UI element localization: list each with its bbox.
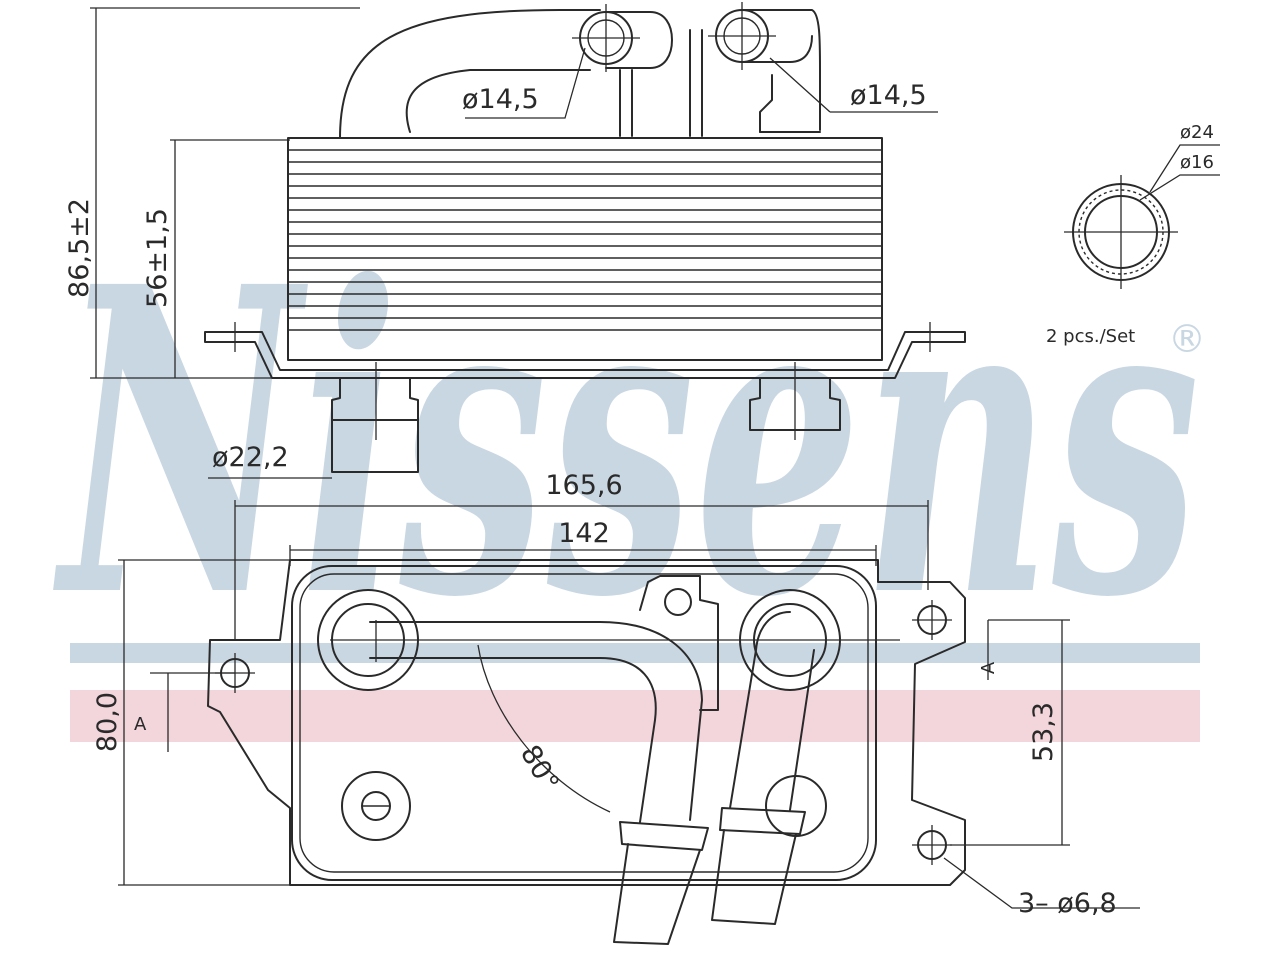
brand-watermark: Nissens ®	[52, 197, 1206, 742]
side-view-dimensions	[90, 7, 938, 479]
watermark-pink-stripe	[70, 690, 1200, 742]
length-core-label: 142	[558, 518, 610, 549]
height-core-label: 56±1,5	[142, 208, 173, 308]
hole-spacing-label: 53,3	[1028, 702, 1059, 762]
section-mark-left: A	[134, 714, 147, 735]
port-bottom-diameter-label: ø22,2	[212, 442, 289, 473]
seal-inner-diameter-label: ø16	[1180, 152, 1214, 173]
section-mark-right: A	[978, 661, 999, 674]
watermark-logo: Nissens	[52, 197, 1200, 690]
registered-mark: ®	[1168, 317, 1206, 361]
side-view	[204, 2, 966, 473]
pipe-left-diameter-label: ø14,5	[462, 84, 539, 115]
length-overall-label: 165,6	[545, 470, 622, 501]
watermark-blue-stripe	[70, 643, 1200, 663]
height-total-label: 86,5±2	[64, 198, 95, 298]
width-label: 80,0	[92, 692, 123, 752]
angle-label: 80°	[514, 740, 565, 797]
seal-outer-diameter-label: ø24	[1180, 122, 1214, 143]
holes-label: 3– ø6,8	[1018, 888, 1117, 919]
pipe-right-diameter-label: ø14,5	[850, 80, 927, 111]
plan-view-dimensions	[118, 500, 1140, 909]
seal-quantity-note: 2 pcs./Set	[1046, 326, 1135, 347]
seal-ring-detail	[1064, 144, 1220, 289]
